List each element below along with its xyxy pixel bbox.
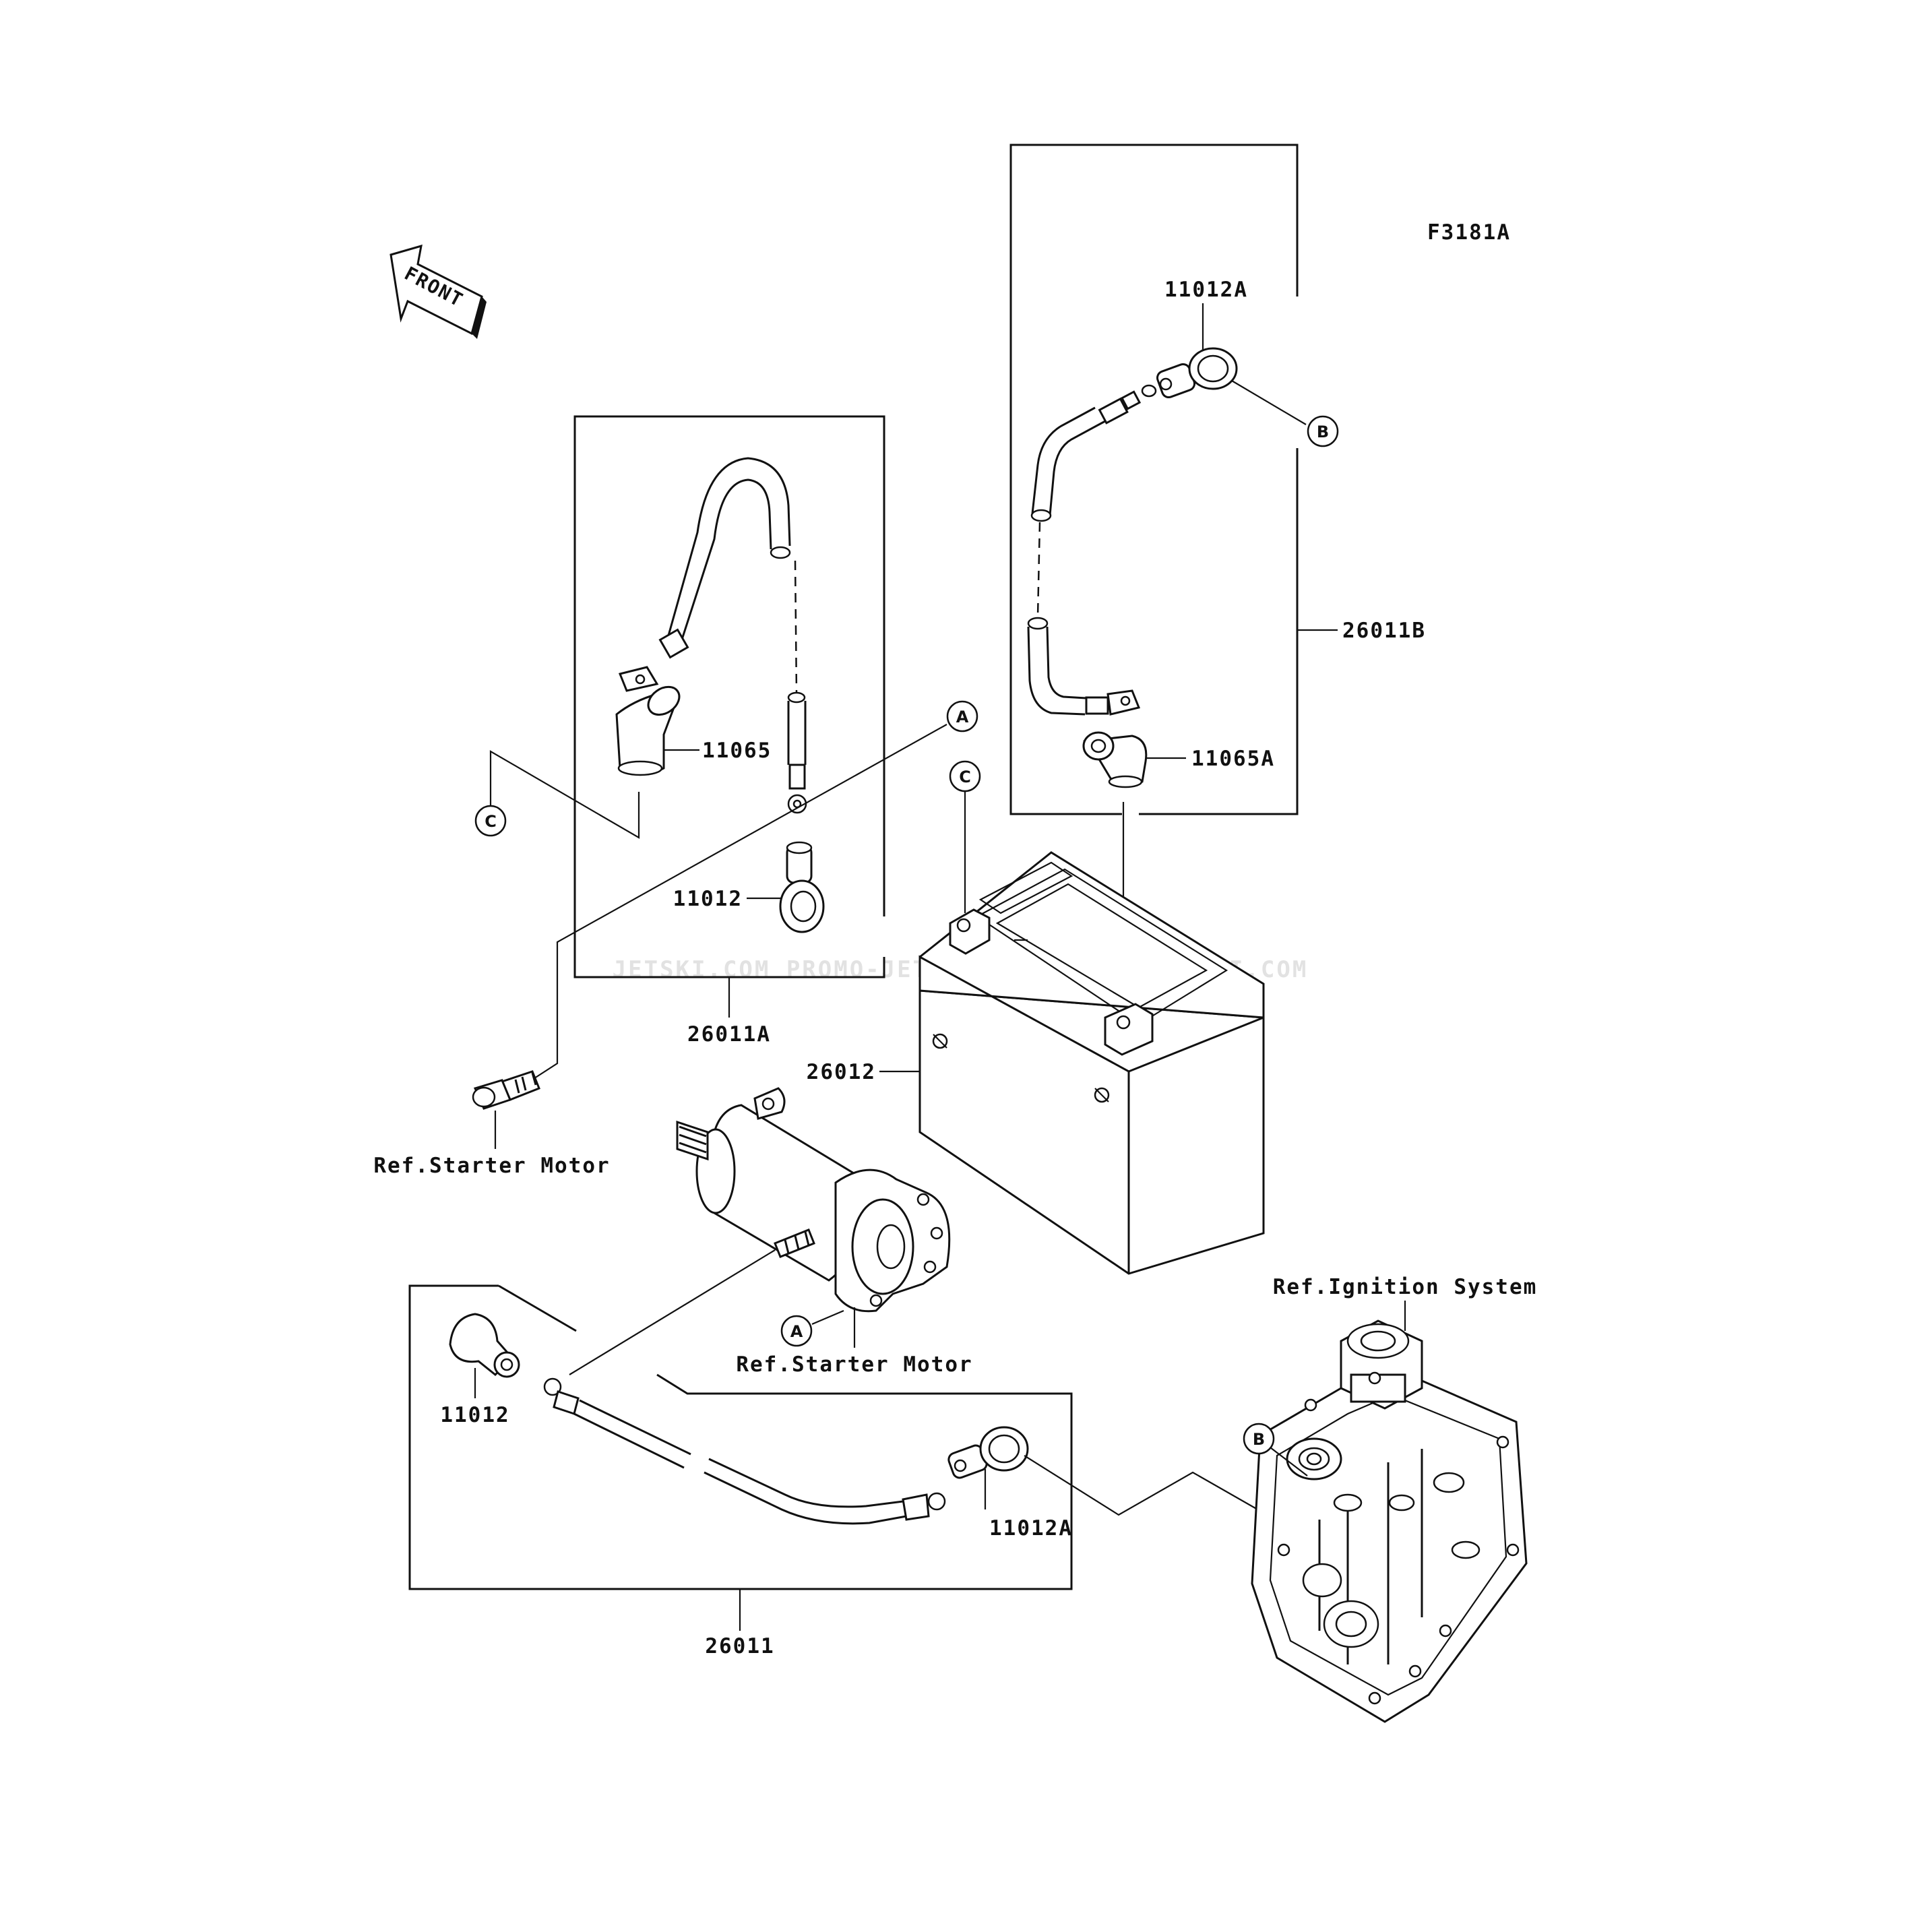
svg-text:B: B: [1253, 1430, 1265, 1449]
part-label-11065a: 11065A: [1191, 747, 1275, 771]
terminal-cap-11012a-lower: [947, 1426, 1029, 1479]
svg-text:A: A: [956, 708, 969, 726]
kit-box-26011a: [573, 415, 885, 1018]
callout-c-battery: C: [949, 760, 981, 792]
part-label-11012a-top: 11012A: [1164, 278, 1248, 302]
terminal-boot-11065: [615, 685, 681, 776]
ref-ignition-system: Ref.Ignition System: [1273, 1275, 1538, 1299]
part-label-11012-lower: 11012: [440, 1403, 509, 1427]
callout-b-top: B: [1307, 415, 1339, 447]
ground-bolt: [472, 1070, 540, 1110]
part-label-11012a-lower: 11012A: [989, 1516, 1073, 1540]
terminal-cap-11012-lower: [449, 1313, 520, 1378]
part-label-11012-upper: 11012: [673, 887, 743, 911]
part-label-26011b: 26011B: [1342, 619, 1426, 643]
ref-starter-motor-center: Ref.Starter Motor: [736, 1352, 972, 1377]
battery-cable-26011b: [1027, 384, 1157, 716]
ignition-system-case: [1251, 1319, 1528, 1723]
part-label-26012: 26012: [807, 1060, 876, 1084]
battery-cable-26011: [543, 1377, 946, 1525]
callout-c-left: C: [474, 805, 507, 837]
ref-starter-motor-left: Ref.Starter Motor: [373, 1154, 610, 1178]
kit-box-26011b: [1009, 144, 1338, 815]
part-label-26011a: 26011A: [687, 1022, 771, 1047]
kit-box-26011: [408, 1284, 1073, 1631]
front-arrow-icon: FRONT: [389, 244, 487, 339]
battery-26012: [918, 851, 1265, 1275]
starter-motor: [676, 1087, 951, 1313]
terminal-cap-11012-upper: [779, 841, 825, 933]
callout-b-lower: B: [1243, 1423, 1275, 1455]
part-label-11065: 11065: [702, 739, 772, 763]
svg-text:B: B: [1317, 423, 1329, 441]
callout-a-lower: A: [780, 1315, 813, 1347]
svg-text:C: C: [485, 812, 497, 831]
part-label-26011: 26011: [705, 1634, 774, 1658]
svg-text:A: A: [790, 1322, 803, 1341]
terminal-boot-11065a: [1082, 731, 1148, 788]
figure-code: F3181A: [1427, 220, 1511, 245]
callout-a-upper: A: [946, 700, 978, 733]
terminal-cap-11012a-top: [1156, 347, 1238, 399]
front-label: FRONT: [401, 262, 468, 311]
svg-text:C: C: [959, 768, 971, 786]
battery-cable-26011a: [618, 457, 807, 814]
